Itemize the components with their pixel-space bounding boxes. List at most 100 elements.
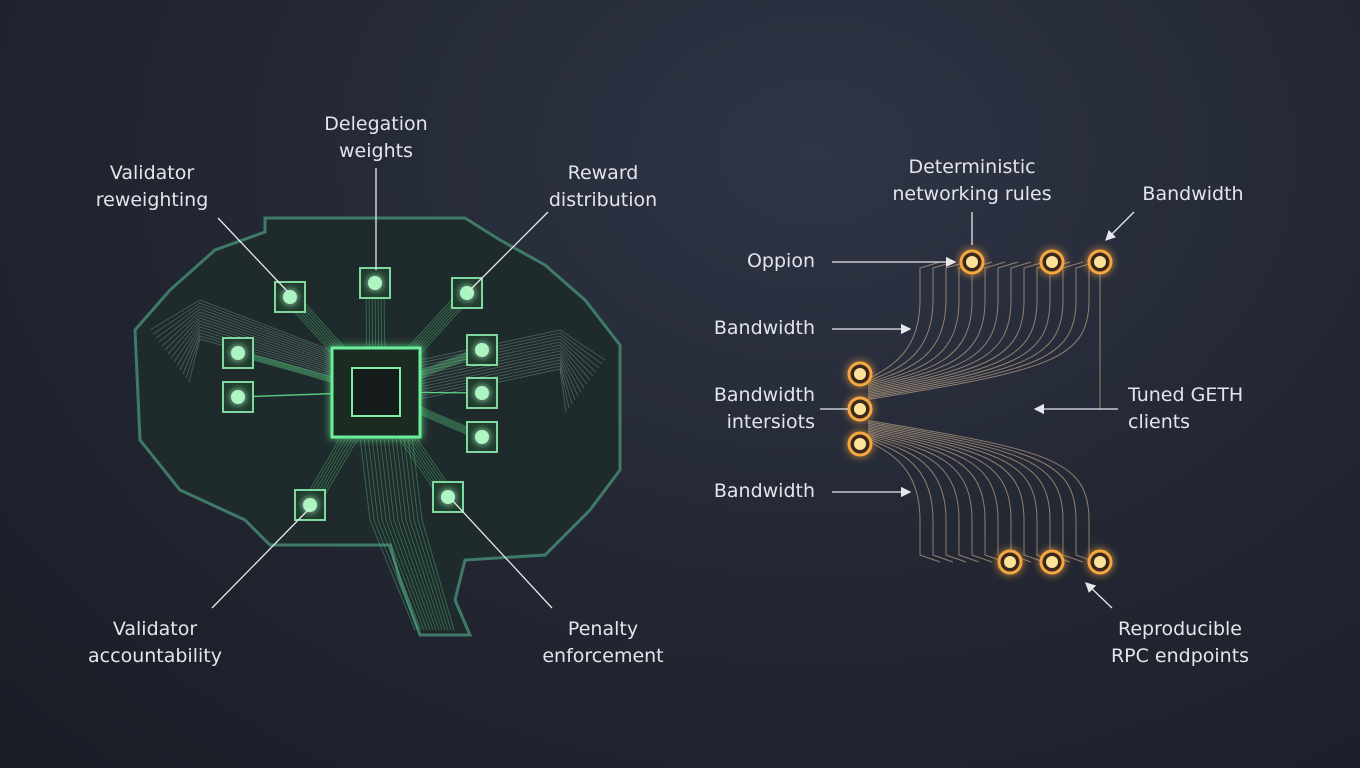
network-wire	[867, 432, 1006, 563]
label-line: Validator	[109, 162, 195, 184]
circuit-trace	[173, 323, 331, 367]
circuit-trace	[407, 436, 452, 631]
label-oppion: Oppion	[746, 250, 815, 272]
circuit-trace	[411, 436, 455, 631]
network-node-core	[1046, 556, 1058, 568]
network-wire	[867, 261, 993, 387]
network-wire	[867, 433, 993, 563]
network-node-core	[1094, 256, 1106, 268]
circuit-trace	[391, 436, 440, 631]
circuit-trace	[399, 436, 446, 631]
leader-lines	[211, 168, 1135, 609]
circuit-trace	[371, 436, 425, 631]
network-wire	[867, 261, 1045, 393]
chip-led	[368, 276, 382, 290]
network-node-core	[966, 256, 978, 268]
label-line: accountability	[88, 645, 222, 667]
chip-led	[475, 386, 489, 400]
label-line: Bandwidth	[713, 384, 815, 406]
label-line: reweighting	[95, 189, 209, 211]
circuit-trace	[155, 305, 331, 355]
network-nodes	[847, 249, 1113, 575]
network-node-core	[1046, 256, 1058, 268]
circuit-trace	[158, 308, 331, 357]
circuit-trace	[176, 326, 331, 369]
chip-led	[475, 343, 489, 357]
network-wire	[867, 436, 967, 563]
label-line: intersiots	[726, 411, 815, 433]
circuit-trace	[170, 320, 331, 365]
label-line: Deterministic	[908, 156, 1036, 178]
chip-led	[231, 390, 245, 404]
central-chip-core	[351, 367, 401, 417]
network-wire	[867, 261, 980, 385]
circuit-trace	[161, 311, 331, 359]
label-line: Tuned GETH	[1128, 384, 1244, 406]
circuit-trace	[375, 436, 428, 631]
network-wire	[867, 261, 1101, 400]
label-line: distribution	[548, 189, 658, 211]
circuit-trace	[387, 436, 437, 631]
network-wires	[867, 261, 1101, 563]
label-line: Delegation	[324, 113, 428, 135]
label-line: enforcement	[542, 645, 664, 667]
circuit-trace	[419, 353, 582, 393]
circuit-trace	[359, 436, 416, 631]
label-line: weights	[339, 140, 413, 162]
chip-node	[222, 337, 254, 369]
network-wire	[867, 261, 954, 382]
circuit-trace	[149, 299, 331, 351]
circuit-trace	[419, 350, 585, 389]
network-node-core	[854, 438, 866, 450]
network-wire	[867, 438, 954, 563]
circuit-trace	[367, 436, 422, 631]
label-bandwidth-low: Bandwidth	[713, 480, 815, 502]
label-line: Validator	[112, 618, 198, 640]
circuit-trace	[363, 436, 419, 631]
label-line: Reward	[567, 162, 639, 184]
chip-led	[303, 498, 317, 512]
circuit-trace	[182, 332, 331, 375]
circuit-trace	[395, 436, 443, 631]
network-wire	[867, 423, 1084, 563]
circuit-trace	[164, 314, 331, 361]
label-validator-reweighting: Validator reweighting	[96, 160, 209, 214]
network-wire	[867, 261, 1032, 391]
network-wire	[867, 426, 1058, 563]
chip-led	[283, 290, 297, 304]
label-reward-distribution: Reward distribution	[549, 160, 657, 214]
circuit-trace	[188, 338, 331, 383]
circuit-trace	[419, 347, 588, 385]
network-wire	[867, 424, 1071, 563]
network-wire	[867, 435, 980, 563]
network-wire	[867, 261, 1058, 394]
label-line: Penalty	[567, 618, 639, 640]
circuit-trace	[152, 302, 331, 353]
circuit-trace	[167, 317, 331, 363]
circuit-trace	[185, 335, 331, 379]
chip-nodes	[222, 267, 498, 521]
network-wire	[867, 439, 941, 563]
label-delegation-weights: Delegation weights	[324, 111, 427, 165]
network-wire	[867, 420, 1101, 563]
network-node-core	[854, 403, 866, 415]
label-bandwidth-top: Bandwidth	[1142, 183, 1244, 205]
chip-led	[441, 490, 455, 504]
network-wire	[867, 430, 1019, 563]
network-wire	[867, 427, 1045, 563]
network-wire	[867, 261, 941, 381]
network-wire	[867, 261, 967, 384]
network-wire	[867, 261, 1097, 399]
network-wire	[867, 261, 1019, 390]
label-line: clients	[1128, 411, 1191, 433]
circuit-trace	[379, 436, 431, 631]
label-bandwidth-mid: Bandwidth	[713, 317, 815, 339]
network-wire	[867, 261, 1071, 396]
label-tuned-geth-clients: Tuned GETH clients	[1128, 382, 1243, 436]
label-bandwidth-intersiots: Bandwidth intersiots	[714, 382, 815, 436]
label-penalty-enforcement: Penalty enforcement	[542, 616, 663, 670]
label-line: Reproducible	[1118, 618, 1242, 640]
network-wire	[867, 261, 1084, 397]
